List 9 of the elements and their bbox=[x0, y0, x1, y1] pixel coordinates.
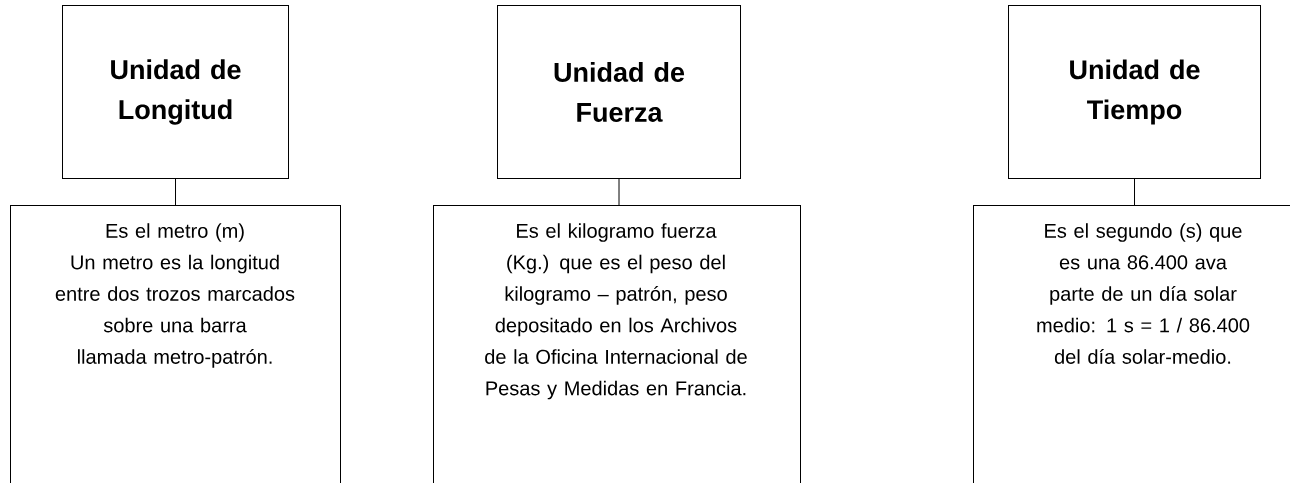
connector-line bbox=[1134, 178, 1135, 206]
unit-box: Unidad de Tiempo bbox=[1008, 5, 1261, 179]
unit-box: Unidad de Fuerza bbox=[497, 5, 741, 179]
description-box: Es el kilogramo fuerza (Kg.) que es el peso del kilogramo – patrón, peso depositado en los Archivos de la Oficina Internacional de Pesas y Medidas en Francia. bbox=[433, 205, 801, 483]
description-box: Es el segundo (s) que es una 86.400 ava parte de un día solar medio: 1 s = 1 / 86.400 del día solar-medio. bbox=[973, 205, 1290, 483]
description-box: Es el metro (m) Un metro es la longitud entre dos trozos marcados sobre una barra llamada metro-patrón. bbox=[10, 205, 341, 483]
connector-line bbox=[618, 178, 620, 206]
connector-line bbox=[175, 178, 176, 206]
unit-box: Unidad de Longitud bbox=[62, 5, 289, 179]
